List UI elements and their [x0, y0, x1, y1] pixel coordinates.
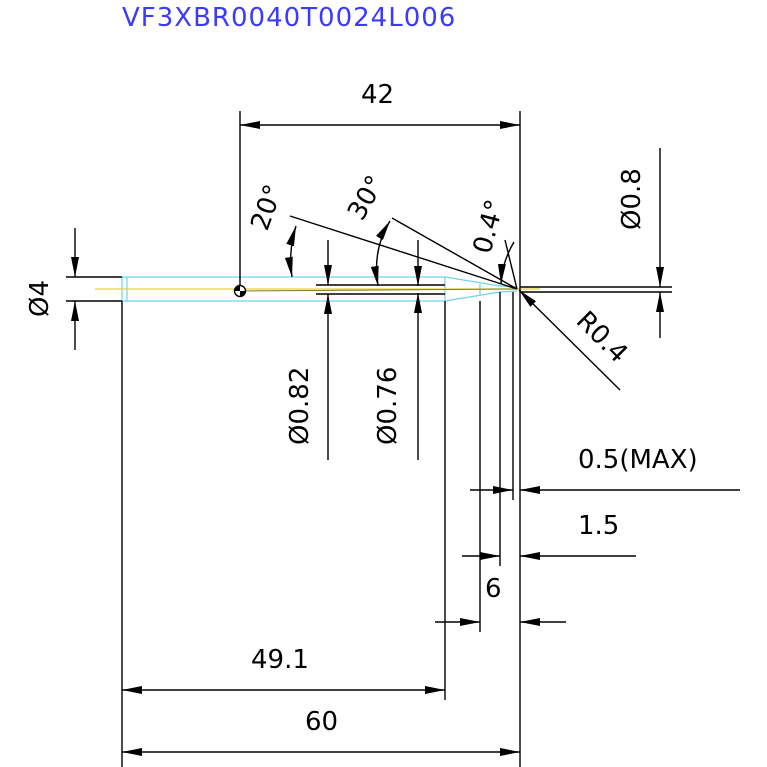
dimension-6: 6 — [435, 301, 566, 632]
dimension-diameter-4-label: Ø4 — [25, 280, 55, 317]
dimension-42: 42 — [239, 80, 521, 767]
dimension-49-1-label: 49.1 — [251, 645, 309, 675]
dimension-diameter-0-8: Ø0.8 — [520, 148, 672, 338]
dimension-60-label: 60 — [305, 707, 338, 737]
dimension-6-label: 6 — [485, 574, 502, 604]
dimension-diameter-0-76: Ø0.76 — [373, 240, 422, 460]
dimension-60: 60 — [121, 301, 520, 767]
center-line — [95, 288, 540, 292]
dimension-radius-0-4-label: R0.4 — [570, 306, 633, 369]
dimension-49-1: 49.1 — [122, 301, 446, 700]
dimension-radius-0-4: R0.4 — [518, 289, 633, 391]
angle-20-label: 20° — [245, 181, 289, 235]
dimension-diameter-0-82-label: Ø0.82 — [285, 367, 315, 445]
dimension-diameter-0-76-label: Ø0.76 — [373, 367, 403, 445]
dimension-0-5-max: 0.5(MAX) — [470, 292, 740, 500]
dimension-0-5-max-label: 0.5(MAX) — [578, 445, 698, 475]
dimension-diameter-0-8-label: Ø0.8 — [617, 168, 647, 230]
dimension-diameter-4: Ø4 — [25, 228, 122, 350]
angle-0-4-label: 0.4° — [468, 197, 511, 257]
datum-point-icon — [233, 284, 247, 298]
dimension-42-label: 42 — [361, 80, 394, 110]
angle-30-label: 30° — [342, 171, 391, 226]
dimension-diameter-0-82: Ø0.82 — [285, 240, 445, 460]
dimension-1-5: 1.5 — [462, 292, 636, 566]
dimension-1-5-label: 1.5 — [578, 511, 619, 541]
drawing-title: VF3XBR0040T0024L006 — [122, 3, 456, 33]
